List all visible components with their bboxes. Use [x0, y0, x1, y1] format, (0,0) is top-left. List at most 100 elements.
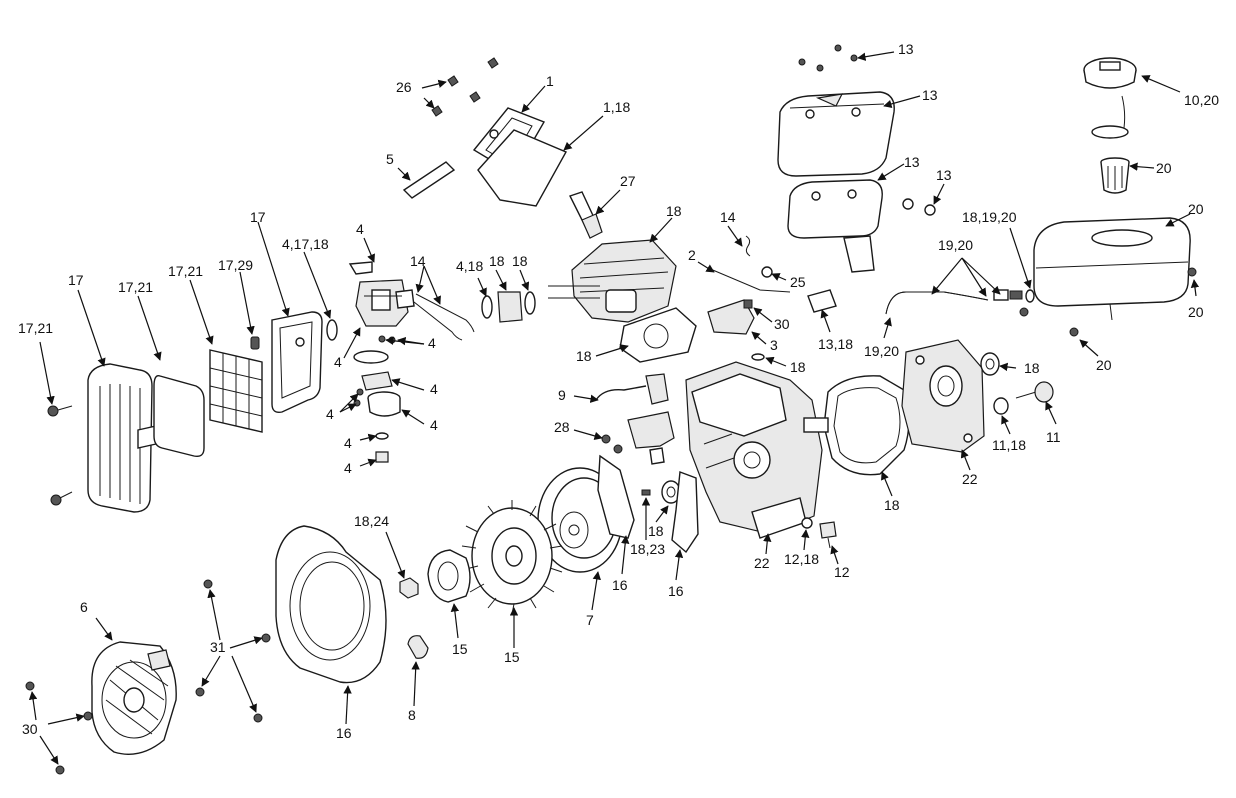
callout-6: 18 [666, 203, 682, 219]
callout-11: 3 [770, 337, 778, 353]
governor-rods [413, 293, 475, 341]
callout-10: 30 [774, 316, 790, 332]
callout-63: 4 [430, 381, 438, 397]
callout-15: 13 [922, 87, 938, 103]
jet-3 [378, 335, 386, 343]
callout-4: 5 [386, 151, 394, 167]
callout-39: 16 [668, 583, 684, 599]
rocker-cover-gasket [477, 129, 567, 207]
callout-32: 12,18 [784, 551, 819, 567]
callout-22: 19,20 [938, 237, 973, 253]
callout-67: 4 [344, 460, 352, 476]
callout-35: 28 [554, 419, 570, 435]
callout-12: 18 [790, 359, 806, 375]
parts-illustrations [25, 44, 1197, 775]
callout-51: 17,21 [118, 279, 153, 295]
float-bowl [367, 391, 401, 417]
callout-27: 11,18 [992, 437, 1026, 453]
paper-element [209, 349, 263, 433]
carb-gasket [326, 319, 338, 341]
drain-screw [375, 451, 389, 463]
callout-24: 19,20 [864, 343, 899, 359]
fuel-strainer [1100, 157, 1130, 194]
callout-48: 30 [22, 721, 38, 737]
drain-plug-washer [801, 517, 813, 529]
cylinder-head [548, 239, 677, 323]
insulator-gasket [481, 295, 493, 319]
callout-41: 15 [452, 641, 468, 657]
callout-29: 22 [962, 471, 978, 487]
callout-30: 18 [884, 497, 900, 513]
callout-9: 25 [790, 274, 806, 290]
bowl-o-ring [353, 350, 389, 364]
callout-23: 20 [1188, 304, 1204, 320]
oil-dipstick [1015, 381, 1054, 403]
callout-54: 4,17,18 [282, 236, 329, 252]
callout-64: 4 [326, 406, 334, 422]
callout-25: 20 [1096, 357, 1112, 373]
air-cleaner-wing-bolts [47, 405, 73, 506]
crankcase-gasket [823, 375, 910, 476]
oil-seal [980, 352, 1000, 376]
insulator [497, 291, 523, 323]
callout-14: 13 [898, 41, 914, 57]
callout-62: 4 [428, 335, 436, 351]
callout-44: 8 [408, 707, 416, 723]
small-seal [250, 336, 260, 350]
governor-linkage [707, 235, 791, 361]
callout-46: 31 [210, 639, 226, 655]
callout-40: 7 [586, 612, 594, 628]
cover-bolts [431, 57, 499, 117]
exhaust-gasket [807, 289, 837, 313]
callout-50: 17,21 [18, 320, 53, 336]
dipstick-o-ring [993, 397, 1009, 415]
callout-19: 20 [1156, 160, 1172, 176]
muffler-cover [777, 91, 895, 177]
fuel-tank [1033, 217, 1191, 321]
recoil-starter [91, 641, 177, 755]
callout-57: 14 [410, 253, 426, 269]
float [361, 371, 393, 391]
callout-18: 10,20 [1184, 92, 1219, 108]
bowl-washer [375, 432, 389, 440]
callout-26: 18 [1024, 360, 1040, 376]
callout-52: 17,29 [218, 257, 253, 273]
callout-49: 17 [68, 272, 84, 288]
callout-31: 22 [754, 555, 770, 571]
leader-arrows [28, 51, 1200, 765]
crankcase-block [685, 361, 829, 539]
callout-38: 16 [612, 577, 628, 593]
callout-labels: 1 1,18 26 5 27 18 14 2 25 30 3 18 13,18 … [18, 41, 1219, 741]
breather-tube [402, 161, 456, 199]
muffler-bolts [798, 44, 936, 216]
callout-68: 18 [576, 348, 592, 364]
callout-20: 20 [1188, 201, 1204, 217]
pulser-plate [671, 471, 699, 554]
callout-61: 4 [334, 354, 342, 370]
callout-59: 18 [489, 253, 505, 269]
callout-33: 12 [834, 564, 850, 580]
fuel-line [885, 267, 1197, 337]
crankcase-cover [901, 339, 985, 453]
callout-3: 26 [396, 79, 412, 95]
callout-5: 27 [620, 173, 636, 189]
callout-16: 13 [904, 154, 920, 170]
blower-housing [275, 525, 387, 684]
callout-66: 4 [344, 435, 352, 451]
foam-element [153, 375, 205, 458]
callout-53: 17 [250, 209, 266, 225]
drain-plug [819, 521, 837, 549]
starter-pulley [427, 549, 471, 603]
callout-55: 17,21 [168, 263, 203, 279]
ignition-coil [595, 373, 675, 465]
cooling-fan [461, 500, 563, 615]
intake-gasket [524, 291, 536, 315]
spark-plug [569, 191, 603, 239]
carburetor [348, 261, 415, 327]
callout-7: 14 [720, 209, 736, 225]
callout-34: 9 [558, 387, 566, 403]
callout-60: 18 [512, 253, 528, 269]
callout-21: 18,19,20 [962, 209, 1017, 225]
fuel-cap [1083, 57, 1137, 139]
